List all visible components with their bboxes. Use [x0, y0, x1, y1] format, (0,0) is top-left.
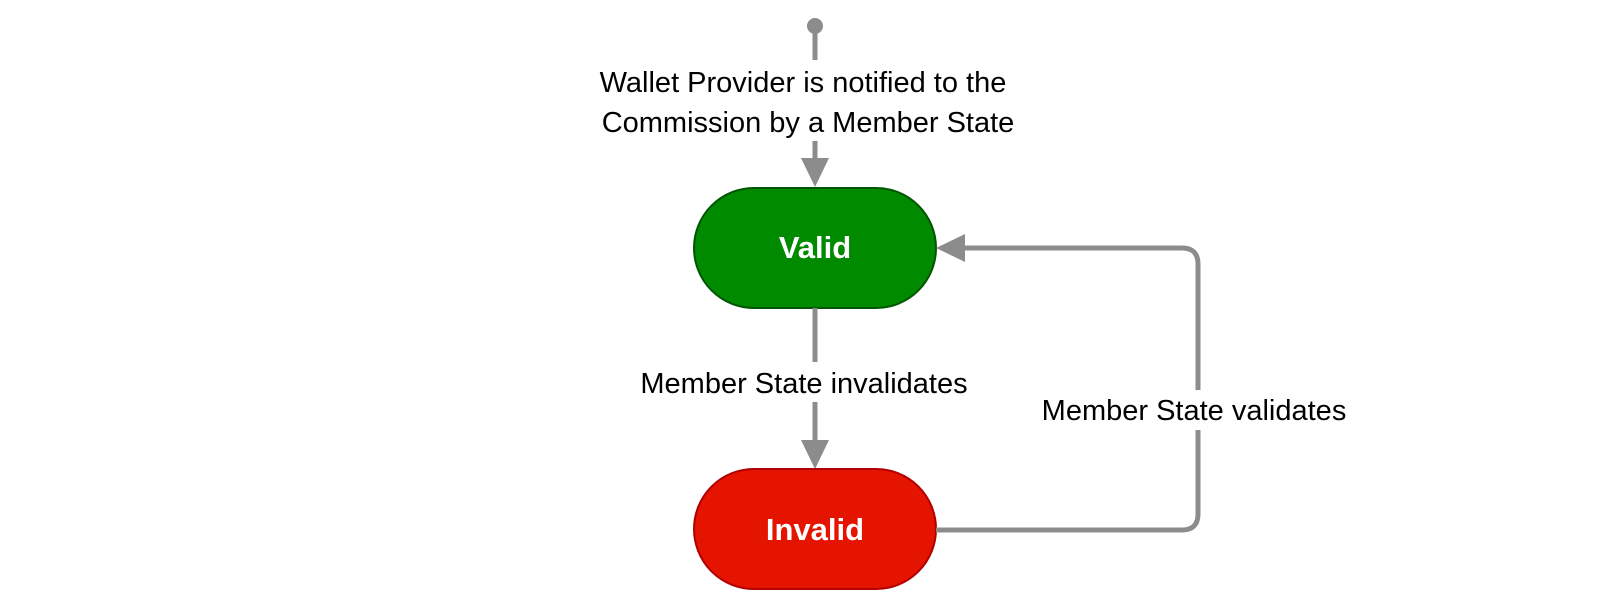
- valid-state-label: Valid: [779, 230, 851, 265]
- invalid-state-label: Invalid: [766, 512, 864, 547]
- validate-edge-line-lower: [936, 430, 1201, 533]
- validate-edge-label: Member State validates: [1042, 395, 1347, 427]
- invalidate-edge-arrowhead: [801, 440, 829, 469]
- start-edge-label-line1: Wallet Provider is notified to the: [600, 67, 1007, 99]
- start-edge-label-line2: Commission by a Member State: [602, 107, 1015, 139]
- initial-state-dot: [807, 18, 823, 34]
- start-edge-arrowhead: [801, 158, 829, 187]
- validate-edge-line-upper: [962, 245, 1201, 390]
- validate-edge-arrowhead: [936, 234, 965, 262]
- invalidate-edge-label: Member State invalidates: [640, 368, 967, 400]
